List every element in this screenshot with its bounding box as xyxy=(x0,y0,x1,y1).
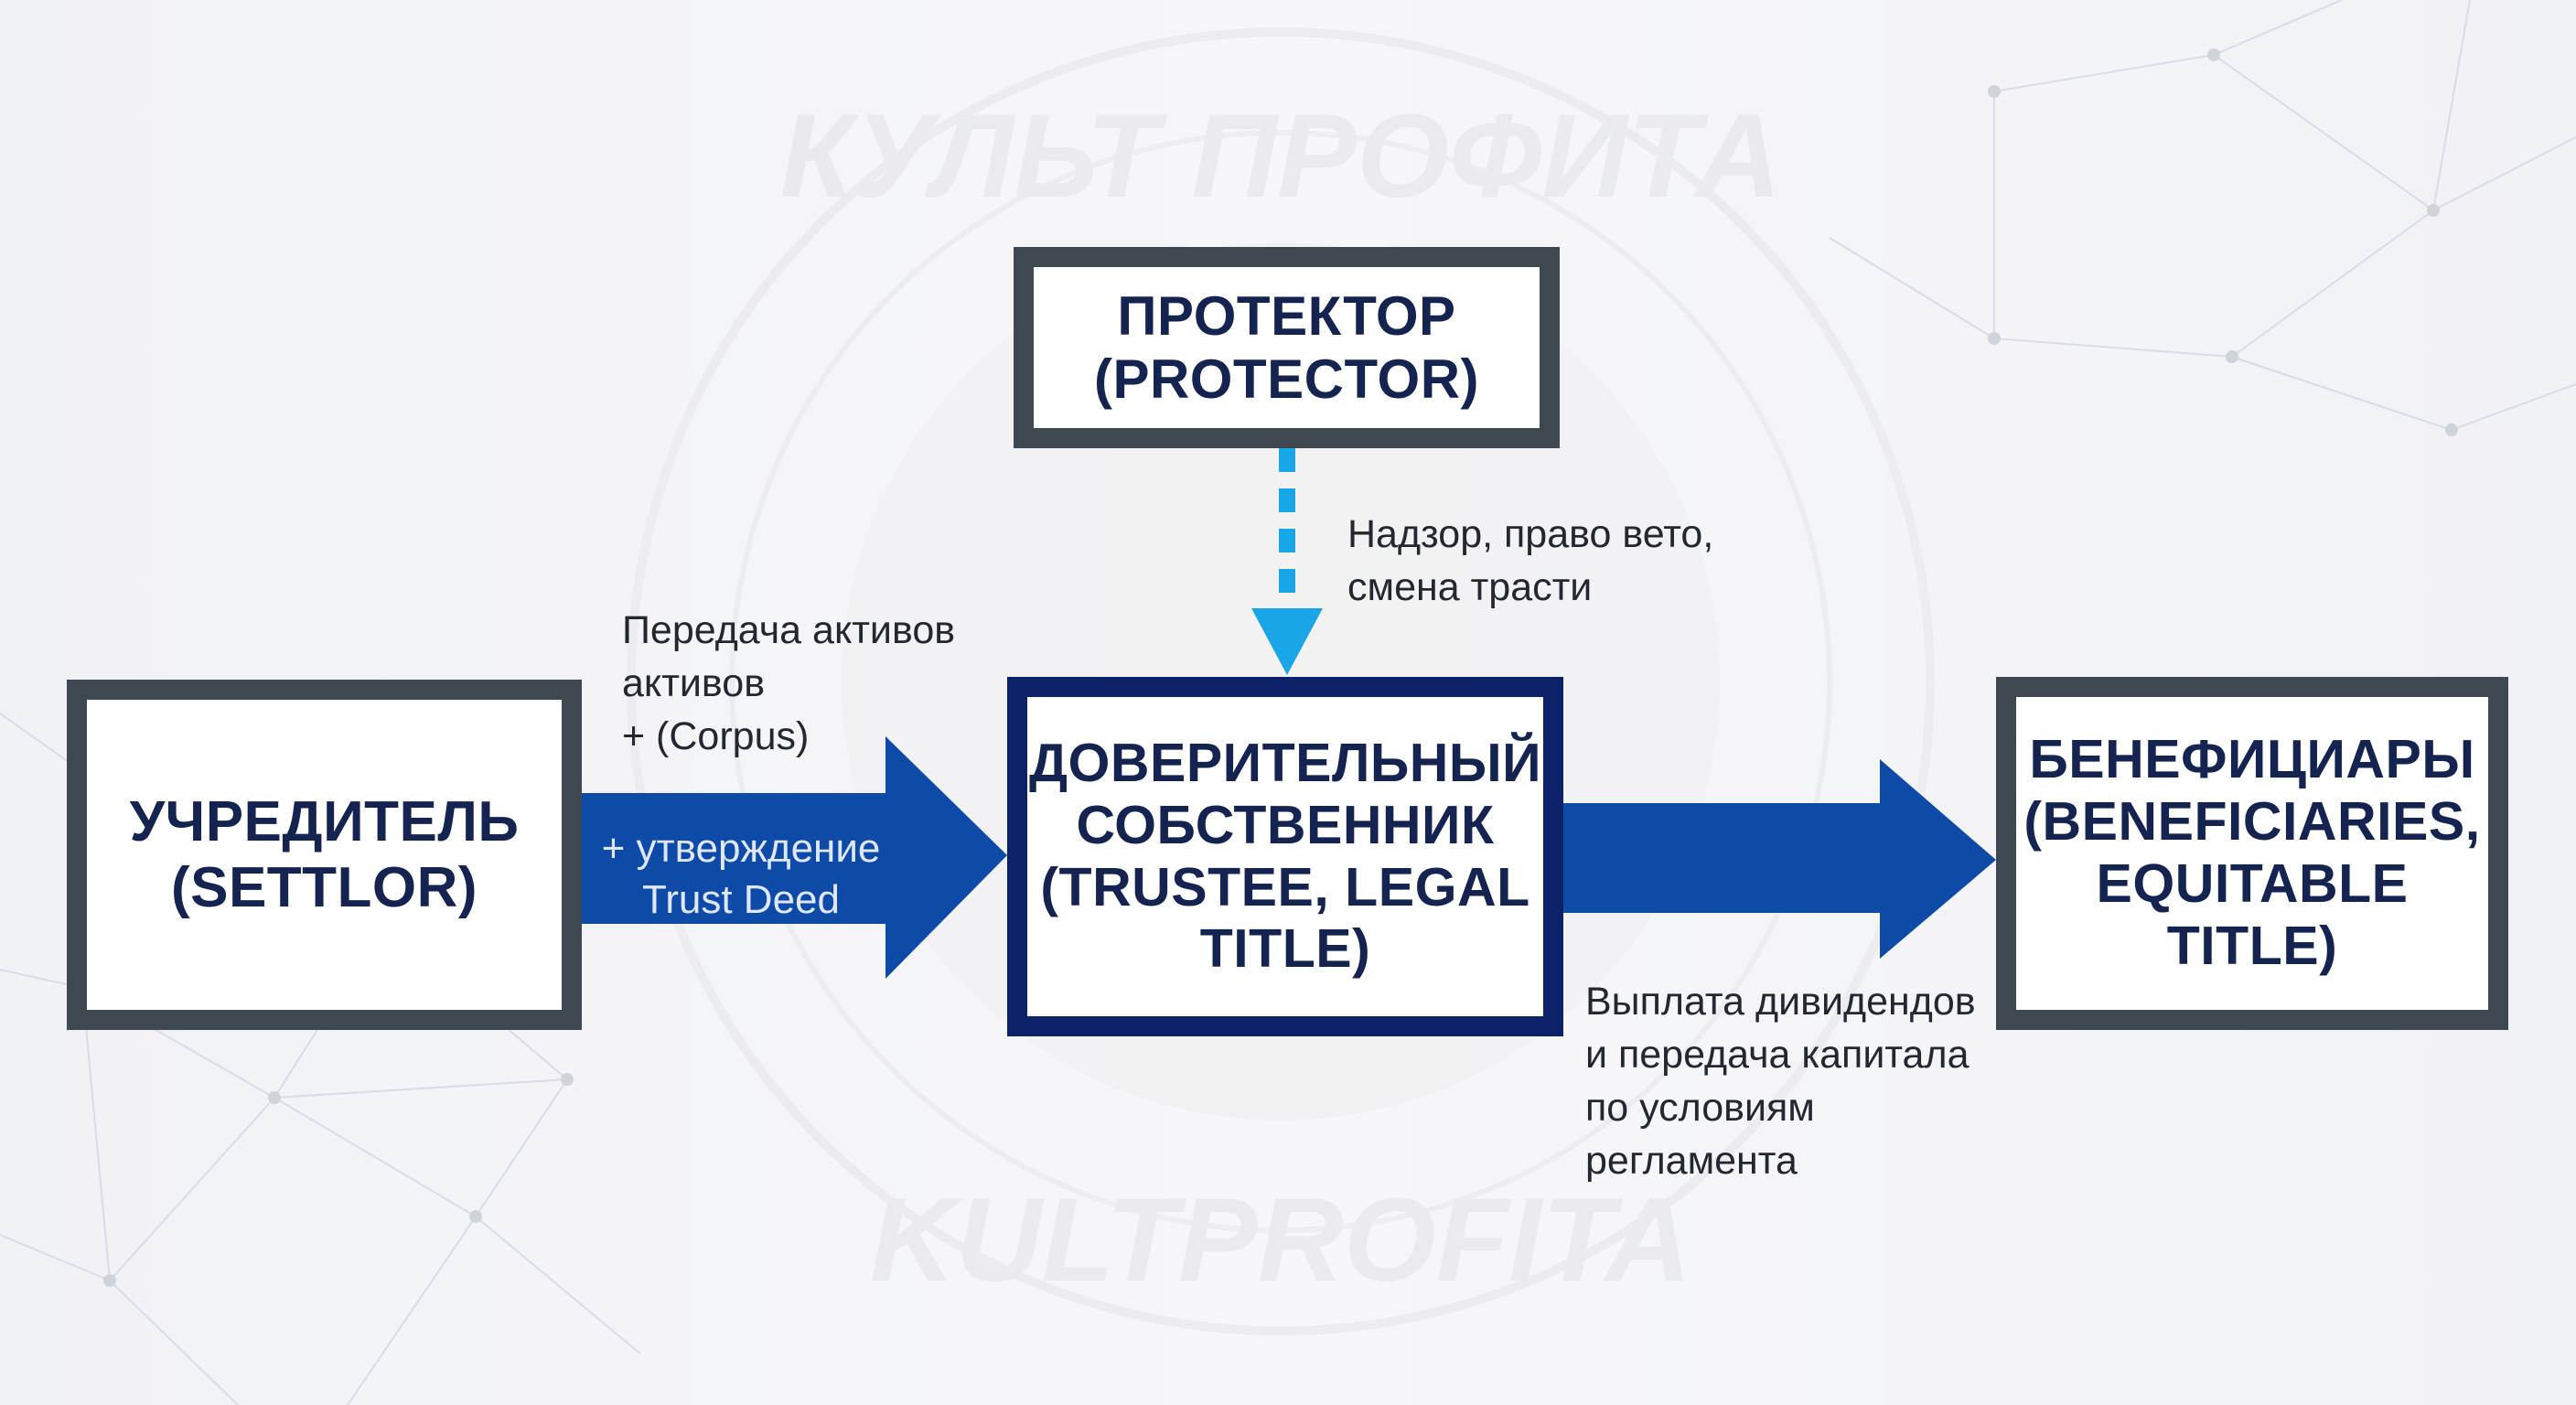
settlor-title-line: (SETTLOR) xyxy=(170,855,478,919)
settlor-title-line: УЧРЕДИТЕЛЬ xyxy=(129,790,520,854)
beneficiaries-title-line: EQUITABLE TITLE) xyxy=(2096,853,2409,976)
trustee-to-beneficiaries-arrow xyxy=(1563,759,1996,959)
network-lines-right xyxy=(1829,0,2576,432)
beneficiaries-title-line: БЕНЕФИЦИАРЫ xyxy=(2029,729,2475,790)
protector-title-line: ПРОТЕКТОР xyxy=(1117,285,1456,347)
trustee-title-line: СОБСТВЕННИК xyxy=(1076,794,1495,855)
beneficiaries-title-line: (BENEFICIARIES, xyxy=(2023,791,2481,853)
watermark-top-text: КУЛЬТ ПРОФИТА xyxy=(780,89,1782,222)
trustee-title-line: ДОВЕРИТЕЛЬНЫЙ xyxy=(1028,732,1542,793)
beneficiary-payout-label: Выплата дивидендов и передача капитала п… xyxy=(1585,980,1976,1183)
trustee-box: ДОВЕРИТЕЛЬНЫЙ СОБСТВЕННИК (TRUSTEE, LEGA… xyxy=(1007,677,1563,1036)
trustee-title: ДОВЕРИТЕЛЬНЫЙ СОБСТВЕННИК (TRUSTEE, LEGA… xyxy=(1029,733,1541,981)
settlor-transfer-label: Передача активов активов + (Corpus) xyxy=(622,608,956,758)
beneficiaries-title: БЕНЕФИЦИАРЫ (BENEFICIARIES, EQUITABLE TI… xyxy=(2016,729,2488,977)
settlor-to-trustee-arrow xyxy=(582,736,1007,979)
protector-title: ПРОТЕКТОР (PROTECTOR) xyxy=(1094,284,1479,411)
watermark-bottom-text: KULTPROFITA xyxy=(870,1173,1691,1306)
settlor-box: УЧРЕДИТЕЛЬ (SETTLOR) xyxy=(67,680,582,1030)
protector-title-line: (PROTECTOR) xyxy=(1093,349,1480,410)
protector-oversight-label: Надзор, право вето, смена трасти xyxy=(1347,512,1714,609)
protector-box: ПРОТЕКТОР (PROTECTOR) xyxy=(1014,247,1560,448)
beneficiaries-box: БЕНЕФИЦИАРЫ (BENEFICIARIES, EQUITABLE TI… xyxy=(1996,677,2508,1030)
trustee-title-line: (TRUSTEE, LEGAL xyxy=(1040,856,1530,917)
network-dots-right xyxy=(1988,48,2458,436)
protector-dashed-arrow xyxy=(1251,448,1323,675)
settlor-title: УЧРЕДИТЕЛЬ (SETTLOR) xyxy=(130,789,520,920)
trust-deed-approval-label: + утверждение Trust Deed xyxy=(601,826,881,922)
trustee-title-line: TITLE) xyxy=(1199,918,1371,980)
